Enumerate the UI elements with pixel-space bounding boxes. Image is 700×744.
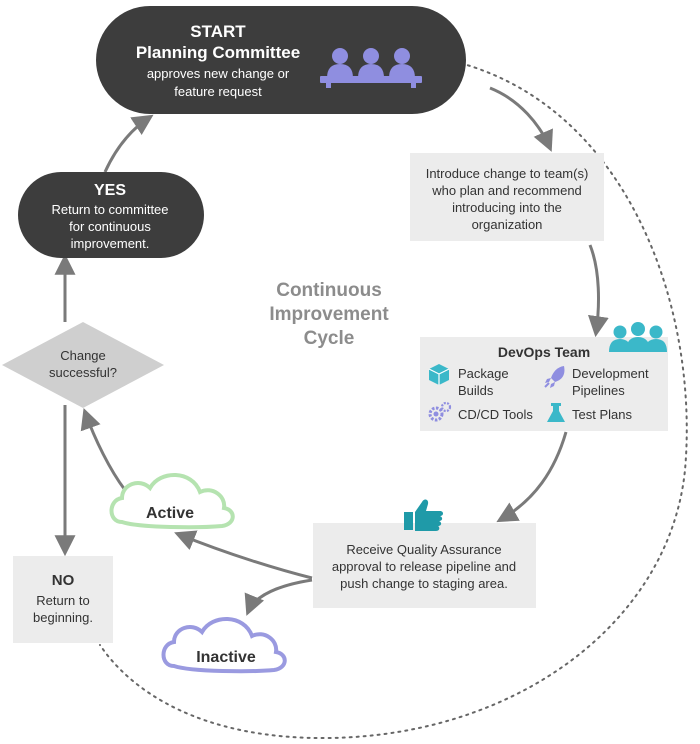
thumbs-up-icon (404, 499, 443, 531)
introduce-line-1: Introduce change to team(s) (426, 166, 589, 181)
devops-item-testplans-line-1: Test Plans (572, 407, 632, 422)
active-label: Active (146, 505, 194, 522)
start-heading: START (190, 22, 246, 41)
qa-line-1: Receive Quality Assurance (346, 542, 501, 557)
qa-approval-box: Receive Quality Assurance approval to re… (313, 523, 536, 608)
decision-diamond: Change successful? (2, 322, 164, 408)
gears-icon (428, 401, 452, 422)
start-title: Planning Committee (136, 43, 300, 62)
cycle-title-line-1: Continuous (276, 280, 382, 301)
yes-line-3: improvement. (71, 236, 150, 251)
team-people-icon (609, 322, 667, 352)
introduce-line-3: introducing into the (452, 200, 562, 215)
devops-item-package-line-2: Builds (458, 383, 494, 398)
introduce-change-box: Introduce change to team(s) who plan and… (410, 153, 604, 241)
start-line-1: approves new change or (147, 66, 290, 81)
introduce-line-2: who plan and recommend (431, 183, 582, 198)
yes-heading: YES (94, 182, 126, 199)
qa-line-2: approval to release pipeline and (332, 559, 516, 574)
yes-node: YES Return to committee for continuous i… (18, 172, 204, 258)
decision-line-1: Change (60, 348, 106, 363)
devops-item-pipelines-line-2: Pipelines (572, 383, 625, 398)
start-line-2: feature request (174, 84, 262, 99)
no-line-1: Return to (36, 593, 89, 608)
start-node: START Planning Committee approves new ch… (96, 6, 466, 114)
arrow-devops-to-qa (496, 431, 568, 523)
no-line-2: beginning. (33, 610, 93, 625)
arrow-introduce-to-devops (587, 244, 609, 338)
devops-item-package-line-1: Package (458, 366, 509, 381)
no-node: NO Return to beginning. (13, 556, 113, 643)
arrow-active-to-decision (80, 408, 127, 491)
cycle-title-line-3: Cycle (304, 328, 355, 349)
active-cloud: Active (109, 473, 235, 530)
introduce-line-4: organization (472, 217, 543, 232)
qa-line-3: push change to staging area. (340, 576, 508, 591)
decision-line-2: successful? (49, 365, 117, 380)
cycle-title-line-2: Improvement (269, 304, 389, 325)
package-box-icon (428, 364, 450, 385)
devops-team-box: DevOps Team Package Builds Development P… (420, 322, 668, 431)
no-heading: NO (52, 572, 75, 589)
arrow-qa-to-active (174, 530, 313, 580)
arrow-qa-to-inactive (244, 578, 313, 616)
inactive-label: Inactive (196, 649, 256, 666)
arrow-yes-to-start (103, 114, 154, 173)
devops-item-tools-line-1: CD/CD Tools (458, 407, 533, 422)
devops-title: DevOps Team (498, 344, 590, 360)
yes-line-1: Return to committee (51, 202, 168, 217)
yes-line-2: for continuous (69, 219, 151, 234)
arrow-start-to-introduce (489, 86, 553, 152)
committee-people-icon (320, 48, 422, 88)
inactive-cloud: Inactive (161, 617, 287, 674)
rocket-icon (544, 366, 565, 388)
cycle-title: Continuous Improvement Cycle (269, 280, 389, 349)
devops-item-pipelines-line-1: Development (572, 366, 649, 381)
flask-icon (547, 403, 565, 422)
dotted-return-path (99, 54, 688, 740)
